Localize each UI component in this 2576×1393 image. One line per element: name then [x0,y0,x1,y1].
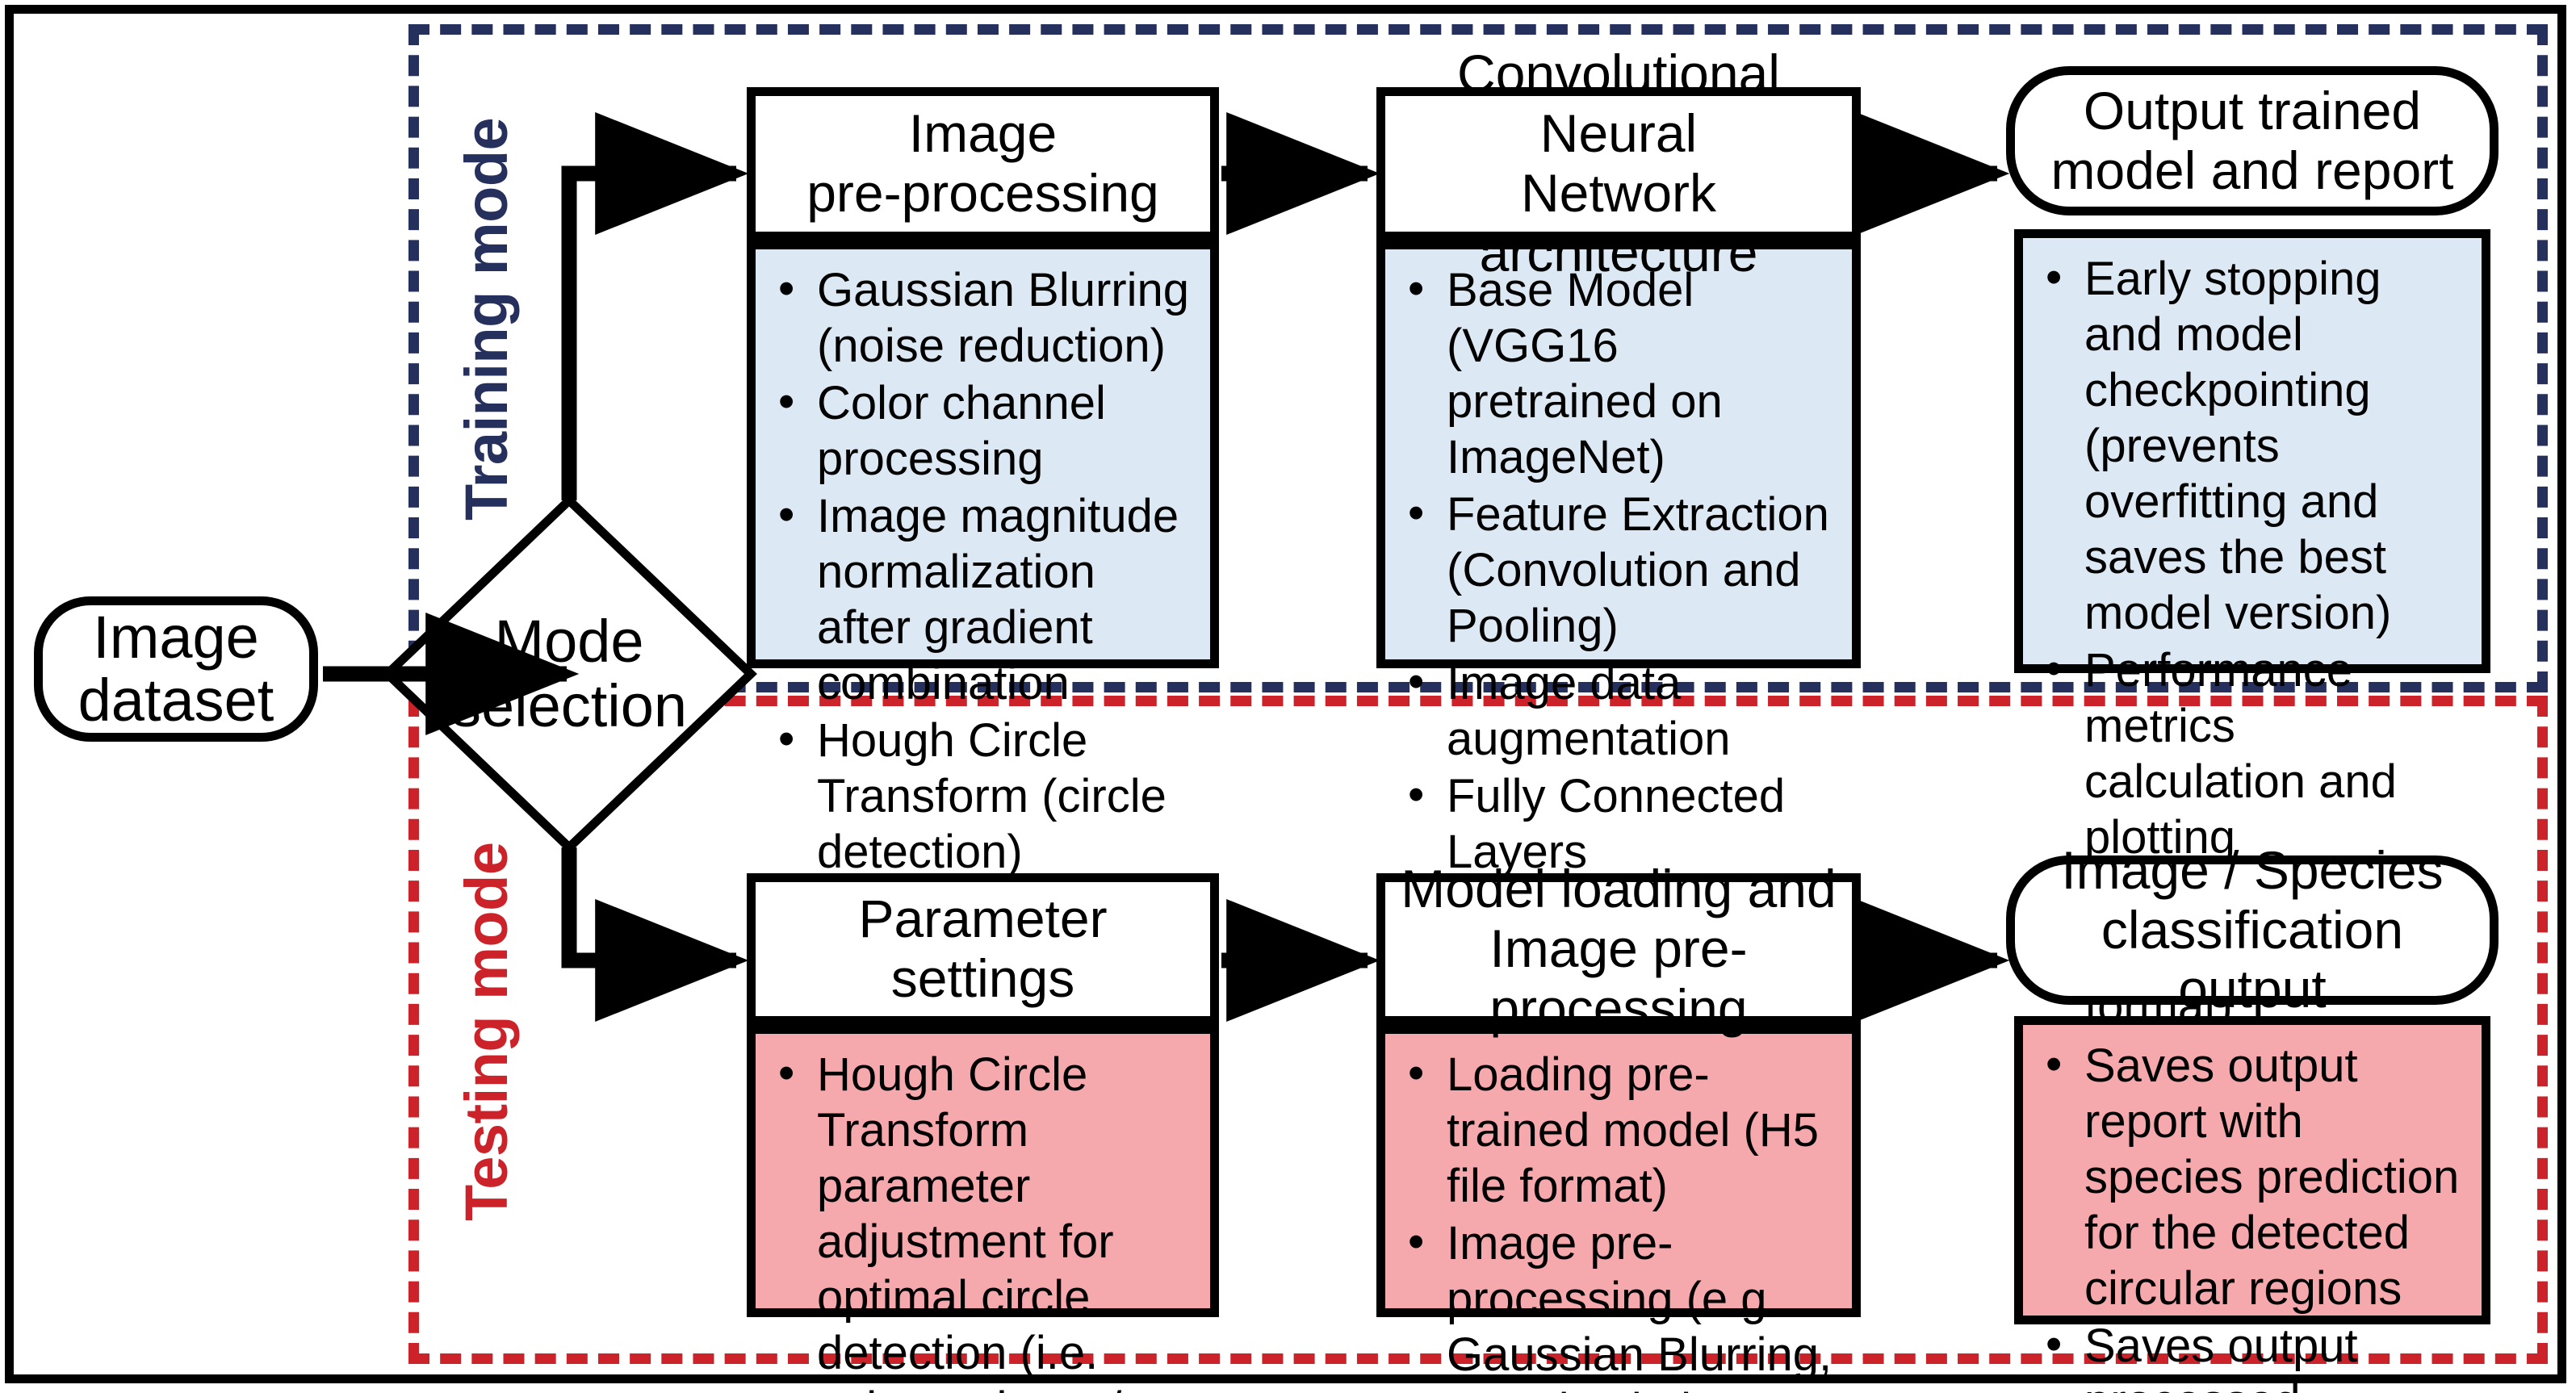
testing-step-1: Parameter settings Hough Circle Transfor… [747,873,1219,1393]
outer-frame [5,5,2566,1383]
training-step-1-details: Gaussian Blurring (noise reduction) Colo… [747,241,1219,878]
testing-mode-label: Testing mode [453,842,520,1221]
list-item: Hough Circle Transform (circle detection… [770,711,1192,880]
training-step-2-title: Convolutional Neural Network architectur… [1376,44,1861,282]
list-item: Gaussian Blurring (noise reduction) [770,261,1192,374]
testing-step-1-details: Hough Circle Transform parameter adjustm… [747,1025,1219,1393]
list-item: Feature Extraction (Convolution and Pool… [1400,485,1834,654]
training-step-3-title: Output trained model and report [2006,66,2499,215]
training-step-3: Output trained model and report Early st… [2006,66,2499,1032]
list-item: Hough Circle Transform parameter adjustm… [770,1045,1192,1393]
list-item: Fully Connected Layers [1400,767,1834,880]
list-item: Early stopping and model checkpointing (… [2038,249,2464,641]
image-dataset-line2: dataset [77,667,274,734]
title-line2: settings [890,948,1075,1008]
list-item: Color channel processing [770,374,1192,487]
testing-step-2: Model loading and Image pre-processing L… [1376,859,1861,1393]
title-line2: pre-processing [806,163,1159,223]
title-line2: model and report [2050,140,2454,200]
list-item: Image pre-processing (e.g. Gaussian Blur… [1400,1214,1834,1393]
title-line2: classification output [2101,899,2404,1019]
detail-list: Saves output report with species predict… [2038,1036,2464,1393]
detail-list: Loading pre-trained model (H5 file forma… [1400,1045,1834,1393]
testing-step-2-title: Model loading and Image pre-processing [1376,859,1861,1038]
list-item: Image data augmentation [1400,654,1834,767]
testing-step-3-details: Saves output report with species predict… [2014,1016,2490,1393]
image-dataset-terminator: Image dataset [34,596,318,742]
training-step-2-details: Base Model (VGG16 pretrained on ImageNet… [1376,241,1861,1047]
training-mode-label: Training mode [453,117,520,521]
detail-list: Hough Circle Transform parameter adjustm… [770,1045,1192,1393]
testing-step-3-title: Image / Species classification output [2006,840,2499,1019]
training-step-2: Convolutional Neural Network architectur… [1376,44,1861,1047]
training-step-1: Image pre-processing Gaussian Blurring (… [747,87,1219,878]
title-line1: Output trained [2083,80,2422,140]
mode-selection-diamond [379,492,759,855]
detail-list: Gaussian Blurring (noise reduction) Colo… [770,261,1192,880]
title-line1: Image / Species [2061,839,2444,900]
training-step-3-details: Early stopping and model checkpointing (… [2014,229,2490,1032]
testing-step-1-title: Parameter settings [747,873,1219,1025]
testing-step-3: Image / Species classification output Sa… [2006,840,2499,1393]
title-line1: Model loading and [1401,859,1837,919]
testing-step-2-details: Loading pre-trained model (H5 file forma… [1376,1025,1861,1393]
list-item: Image magnitude normalization after grad… [770,487,1192,711]
training-step-1-title: Image pre-processing [747,87,1219,241]
title-line1: Convolutional Neural [1457,44,1780,164]
list-item: Loading pre-trained model (H5 file forma… [1400,1045,1834,1214]
title-line1: Image [908,103,1058,164]
list-item: Performance metrics calculation and plot… [2038,641,2464,865]
list-item: Saves output report with species predict… [2038,1036,2464,1316]
title-line2: Image pre-processing [1489,918,1748,1038]
list-item: Base Model (VGG16 pretrained on ImageNet… [1400,261,1834,485]
title-line1: Parameter [858,889,1108,949]
image-dataset-line1: Image [93,604,259,671]
list-item: Saves output processed image(s) [2038,1316,2464,1393]
